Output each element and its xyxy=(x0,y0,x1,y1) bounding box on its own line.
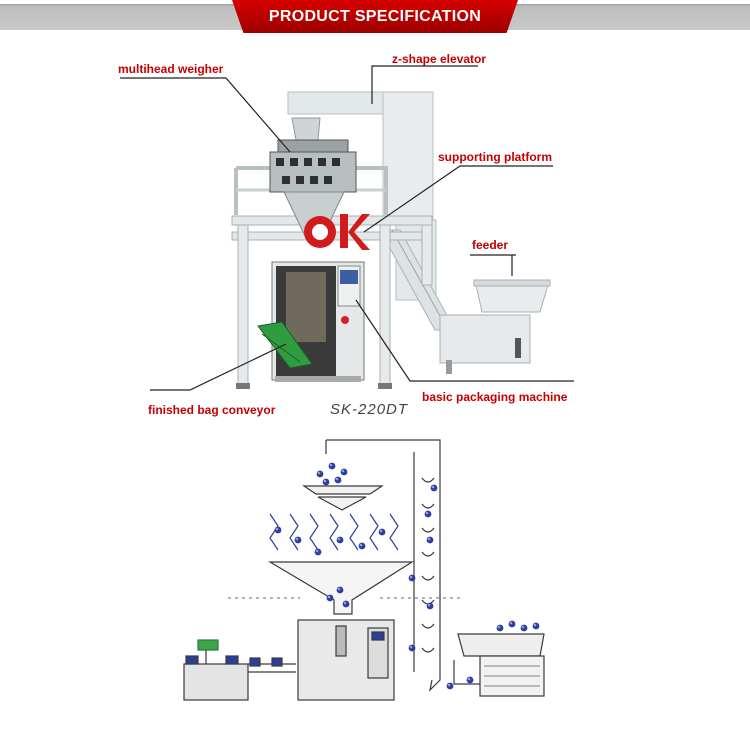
multihead-weigher-figure xyxy=(269,117,357,239)
callout-feeder: feeder xyxy=(472,238,509,252)
top-cone xyxy=(302,485,384,495)
machine-photo xyxy=(120,65,574,391)
line-feeder xyxy=(470,254,516,276)
weigh-hoppers xyxy=(269,513,399,551)
line-z-shape-elevator xyxy=(371,65,478,104)
callout-supporting-platform: supporting platform xyxy=(438,150,552,164)
elevator-path xyxy=(325,439,441,692)
callout-finished-bag-conveyor: finished bag conveyor xyxy=(148,403,276,417)
feeder-figure xyxy=(439,279,551,374)
line-supporting-platform xyxy=(363,165,553,233)
callout-z-shape-elevator: z-shape elevator xyxy=(392,52,487,66)
callout-multihead-weigher: multihead weigher xyxy=(118,62,224,76)
product-conveyor xyxy=(183,663,249,701)
callout-lines xyxy=(120,65,574,391)
line-multihead-weigher xyxy=(120,77,291,153)
title-banner xyxy=(232,0,518,33)
line-finished-bag-conveyor xyxy=(150,343,287,391)
feeder-tray xyxy=(457,633,545,657)
model-number: SK-220DT xyxy=(330,401,409,418)
elevator-buckets xyxy=(421,477,435,653)
page-title: PRODUCT SPECIFICATION xyxy=(268,8,482,25)
line-basic-packaging-machine xyxy=(355,299,574,382)
callout-basic-packaging-machine: basic packaging machine xyxy=(422,390,568,404)
sk-logo xyxy=(304,214,370,250)
